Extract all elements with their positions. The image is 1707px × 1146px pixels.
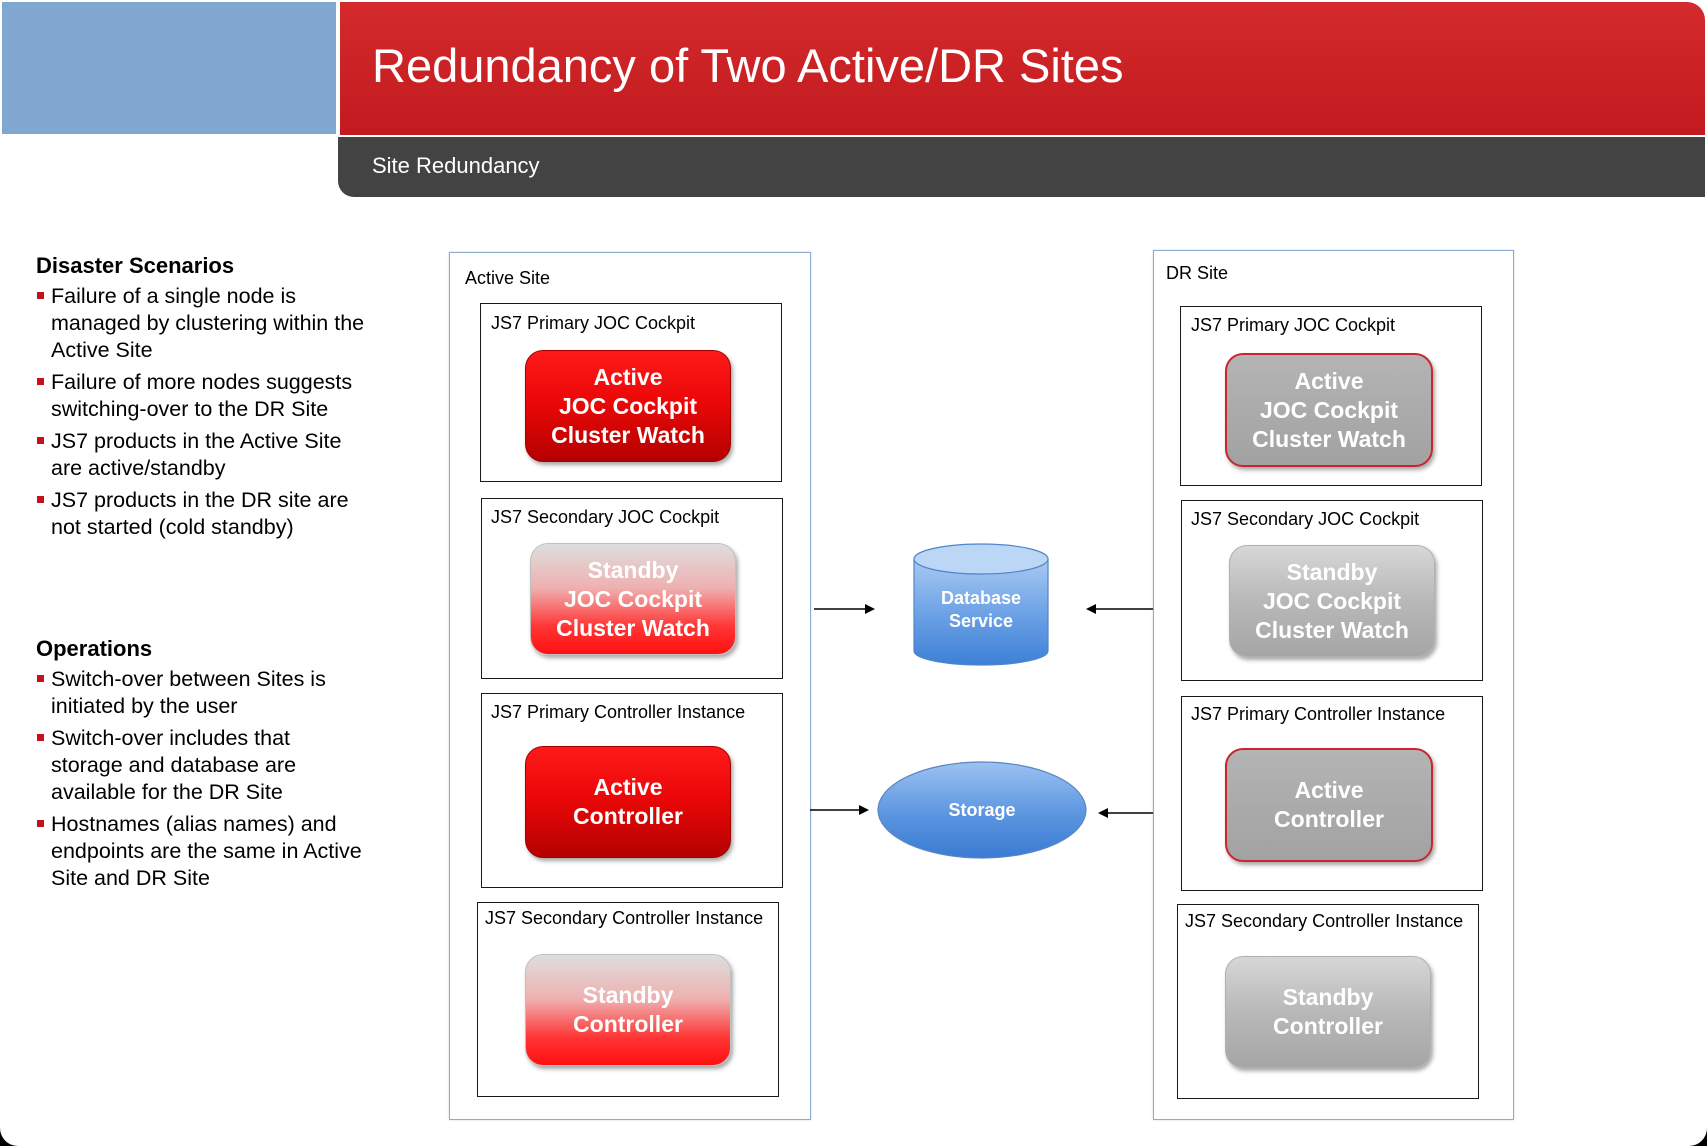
node-line: Standby (1282, 984, 1374, 1010)
node-line: Cluster Watch (1255, 616, 1409, 643)
dr-secondary-joc-label: JS7 Secondary JOC Cockpit (1191, 509, 1420, 529)
active-primary-joc-node[interactable]: Active JOC Cockpit Cluster Watch (525, 350, 731, 462)
header-blue-block (2, 2, 336, 134)
bullet-item: Failure of a single node is managed by c… (36, 283, 366, 364)
node-line: Controller (1273, 1013, 1383, 1039)
disaster-bullets: Failure of a single node is managed by c… (36, 283, 366, 546)
dr-secondary-controller-label: JS7 Secondary Controller Instance (1185, 911, 1464, 931)
database-label: Database Service (914, 585, 1048, 635)
node-line: JOC Cockpit (558, 392, 698, 419)
page-title: Redundancy of Two Active/DR Sites (372, 39, 1124, 92)
node-line: Active (593, 774, 663, 800)
node-line: Standby (582, 982, 674, 1008)
dr-primary-controller-node[interactable]: Active Controller (1225, 748, 1433, 862)
database-cylinder[interactable] (913, 543, 1049, 666)
node-line: Controller (573, 803, 683, 829)
bullet-item: Hostnames (alias names) and endpoints ar… (36, 811, 366, 892)
dr-primary-joc-node[interactable]: Active JOC Cockpit Cluster Watch (1225, 353, 1433, 467)
active-primary-controller-label: JS7 Primary Controller Instance (491, 702, 746, 722)
storage-label: Storage (948, 799, 1016, 820)
active-primary-controller-node[interactable]: Active Controller (525, 746, 731, 858)
node-line: Active (1294, 367, 1364, 394)
disaster-heading: Disaster Scenarios (36, 253, 235, 278)
bullet-item: Failure of more nodes suggests switching… (36, 369, 366, 423)
active-secondary-joc-node[interactable]: Standby JOC Cockpit Cluster Watch (530, 543, 736, 655)
bullet-item: JS7 products in the DR site are not star… (36, 487, 366, 541)
database-label-line: Service (948, 611, 1014, 631)
operations-heading: Operations (36, 636, 153, 661)
active-primary-joc-label: JS7 Primary JOC Cockpit (491, 313, 696, 333)
page-subtitle: Site Redundancy (372, 153, 540, 178)
node-line: Active (1294, 777, 1364, 803)
header-subtitle-bar (338, 137, 1705, 197)
header-red-bar (340, 2, 1705, 135)
dr-primary-controller-label: JS7 Primary Controller Instance (1191, 704, 1446, 724)
active-secondary-controller-node[interactable]: Standby Controller (525, 954, 731, 1066)
node-line: Cluster Watch (556, 614, 710, 641)
node-line: Cluster Watch (551, 421, 705, 448)
dr-secondary-controller-node[interactable]: Standby Controller (1225, 956, 1431, 1068)
node-line: Standby (1286, 558, 1378, 585)
database-label-line: Database (940, 588, 1022, 608)
active-secondary-controller-label: JS7 Secondary Controller Instance (485, 908, 764, 928)
bullet-item: JS7 products in the Active Site are acti… (36, 428, 366, 482)
bullet-item: Switch-over includes that storage and da… (36, 725, 366, 806)
dr-primary-joc-label: JS7 Primary JOC Cockpit (1191, 315, 1396, 335)
operations-bullets: Switch-over between Sites is initiated b… (36, 666, 366, 897)
node-line: JOC Cockpit (1262, 587, 1402, 614)
active-site-label: Active Site (465, 268, 551, 288)
node-line: Cluster Watch (1252, 425, 1406, 452)
node-line: JOC Cockpit (563, 585, 703, 612)
node-line: Active (593, 363, 663, 390)
active-secondary-joc-label: JS7 Secondary JOC Cockpit (491, 507, 720, 527)
node-line: Controller (1274, 806, 1384, 832)
dr-site-label: DR Site (1166, 263, 1229, 283)
node-line: Standby (587, 556, 679, 583)
node-line: Controller (573, 1011, 683, 1037)
node-line: JOC Cockpit (1259, 396, 1399, 423)
storage-ellipse[interactable] (877, 761, 1087, 859)
bullet-item: Switch-over between Sites is initiated b… (36, 666, 366, 720)
dr-secondary-joc-node[interactable]: Standby JOC Cockpit Cluster Watch (1229, 545, 1435, 657)
